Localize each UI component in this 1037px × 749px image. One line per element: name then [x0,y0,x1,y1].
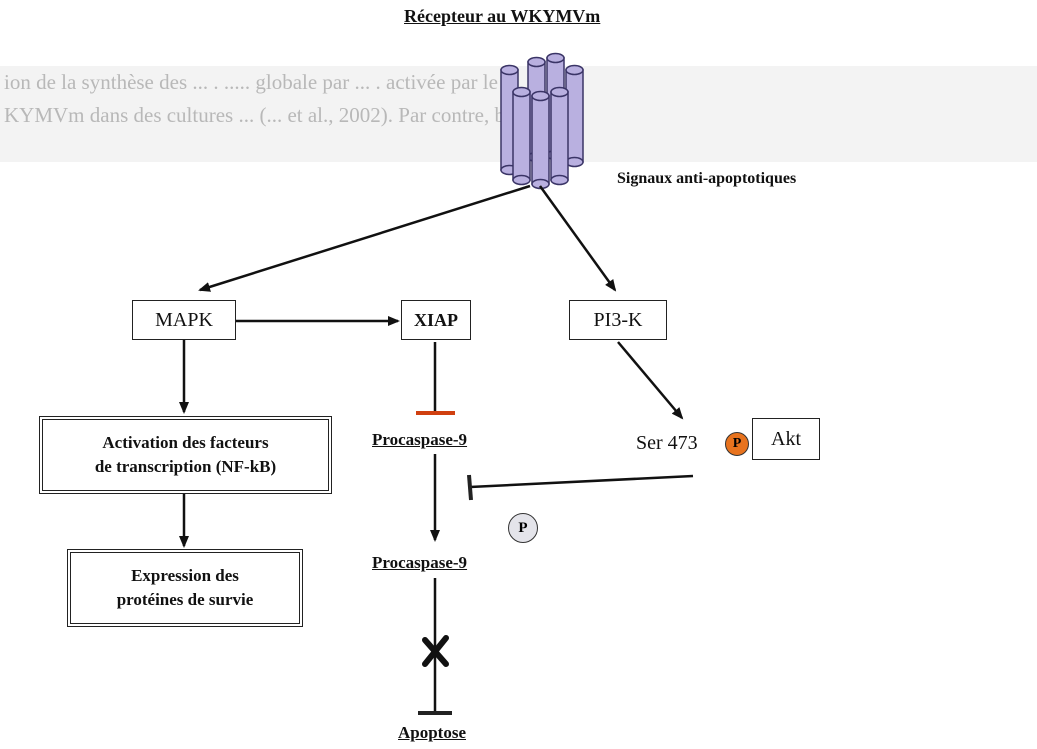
procaspase9-top-label: Procaspase-9 [372,430,468,449]
procaspase9-bottom-label: Procaspase-9 [372,553,468,572]
inhibition-akt-procaspase [469,474,694,489]
background-text-line: ion de la synthèse des ... . ..... globa… [4,70,498,94]
phospho-akt-icon: P [725,432,749,456]
activation-line-1: Activation des facteurs [102,433,269,452]
expression-node: Expression des protéines de survie [67,549,303,627]
expression-line-2: protéines de survie [116,590,254,609]
arrow-receptor-pi3k [538,185,617,292]
arrow-receptor-mapk [198,184,531,292]
receptor-title: Récepteur au WKYMVm [404,6,601,26]
ser473-label: Ser 473 [636,432,698,454]
xiap-label: XIAP [414,309,458,330]
mapk-label: MAPK [155,308,213,331]
signals-label: Signaux anti-apoptotiques [617,170,797,187]
phospho-procaspase-icon: P [508,513,538,543]
receptor-icon [500,52,584,190]
mapk-node: MAPK [132,300,236,340]
background-text-line: KYMVm dans des cultures ... (... et al.,… [4,103,575,127]
activation-node: Activation des facteurs de transcription… [39,416,332,494]
xiap-node: XIAP [401,300,471,340]
apoptose-label: Apoptose [398,723,467,742]
arrow-pi3k-akt [617,341,684,420]
expression-line-1: Expression des [131,566,239,585]
akt-label: Akt [771,427,801,450]
inhibitor-bar-akt [467,474,473,501]
akt-node: Akt [752,418,820,460]
pi3k-node: PI3-K [569,300,667,340]
pi3k-label: PI3-K [593,308,643,331]
block-cross-icon [422,635,449,667]
activation-line-2: de transcription (NF-kB) [94,457,277,476]
